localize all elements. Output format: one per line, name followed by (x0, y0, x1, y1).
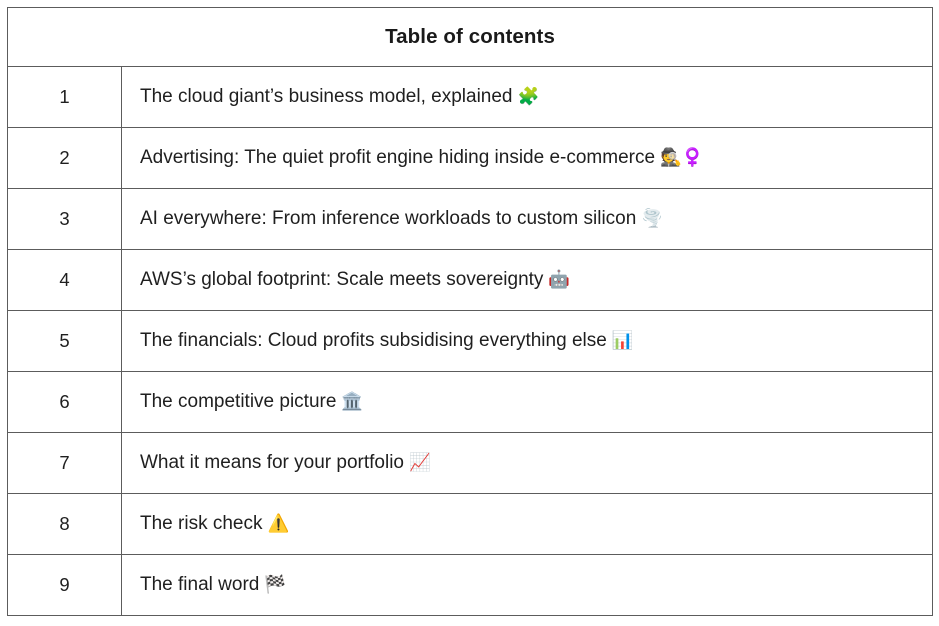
row-number: 6 (7, 371, 122, 433)
row-title-text: The final word (140, 574, 260, 595)
row-title-cell[interactable]: The competitive picture🏛️ (120, 371, 934, 433)
detective-female-sign-icon: 🕵️♀️ (660, 148, 704, 168)
robot-icon: 🤖 (548, 270, 571, 290)
row-title-cell[interactable]: The risk check⚠️ (120, 493, 934, 555)
table-row[interactable]: 5 The financials: Cloud profits subsidisi… (7, 310, 934, 372)
row-title-cell[interactable]: AWS’s global footprint: Scale meets sove… (120, 249, 934, 311)
row-number: 7 (7, 432, 122, 494)
row-number: 3 (7, 188, 122, 250)
bar-chart-icon: 📊 (611, 331, 634, 351)
row-title-cell[interactable]: What it means for your portfolio📈 (120, 432, 934, 494)
row-title-cell[interactable]: The final word🏁 (120, 554, 934, 616)
row-title-text: AWS’s global footprint: Scale meets sove… (140, 269, 544, 290)
table-header-row: Table of contents (6, 7, 934, 67)
warning-icon: ⚠️ (267, 514, 290, 534)
row-title-cell[interactable]: The financials: Cloud profits subsidisin… (120, 310, 934, 372)
row-title-text: AI everywhere: From inference workloads … (140, 208, 637, 229)
row-title-cell[interactable]: The cloud giant’s business model, explai… (120, 66, 934, 128)
table-of-contents: Table of contents 1 The cloud giant’s bus… (6, 7, 934, 616)
table-row[interactable]: 3 AI everywhere: From inference workloads… (7, 188, 934, 250)
row-title-text: The competitive picture (140, 391, 337, 412)
table-body: 1 The cloud giant’s business model, expla… (7, 66, 934, 616)
row-number: 4 (7, 249, 122, 311)
table-row[interactable]: 1 The cloud giant’s business model, expla… (7, 66, 934, 128)
row-title-cell[interactable]: Advertising: The quiet profit engine hid… (120, 127, 934, 189)
classical-building-icon: 🏛️ (341, 392, 364, 412)
row-number: 5 (7, 310, 122, 372)
row-title-text: The cloud giant’s business model, explai… (140, 86, 513, 107)
checkered-flag-icon: 🏁 (264, 575, 287, 595)
row-title-text: What it means for your portfolio (140, 452, 404, 473)
row-title-cell[interactable]: AI everywhere: From inference workloads … (120, 188, 934, 250)
row-title-text: The financials: Cloud profits subsidisin… (140, 330, 607, 351)
row-title-text: Advertising: The quiet profit engine hid… (140, 147, 656, 168)
table-title: Table of contents (6, 7, 934, 67)
tornado-icon: 🌪️ (641, 209, 664, 229)
chart-increasing-icon: 📈 (409, 453, 431, 473)
row-number: 8 (7, 493, 122, 555)
row-number: 2 (7, 127, 122, 189)
table-row[interactable]: 4 AWS’s global footprint: Scale meets sov… (7, 249, 934, 311)
puzzle-piece-icon: 🧩 (517, 87, 540, 107)
table-row[interactable]: 2 Advertising: The quiet profit engine hi… (7, 127, 934, 189)
row-number: 9 (7, 554, 122, 616)
row-number: 1 (7, 66, 122, 128)
row-title-text: The risk check (140, 513, 263, 534)
